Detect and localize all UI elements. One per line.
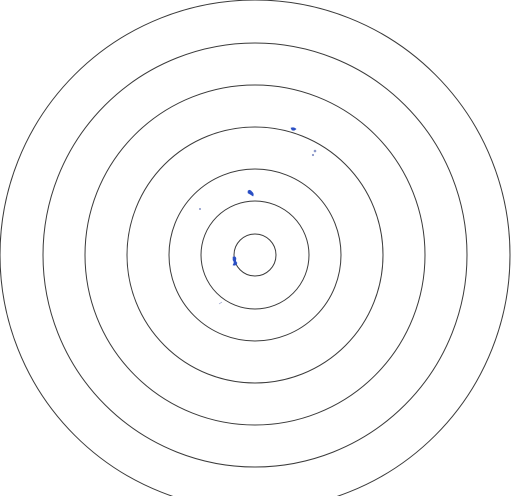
range-ring-6: [42, 42, 468, 468]
range-ring-5: [84, 84, 426, 426]
range-ring-1: [233, 233, 277, 277]
echo-return-near-center: [232, 256, 238, 266]
echo-return-northeast: [290, 127, 297, 131]
echo-return-north: [247, 189, 254, 197]
echo-speck-northeast-1: [313, 149, 317, 153]
echo-speck-southwest: [218, 301, 223, 305]
echo-speck-west: [199, 208, 202, 211]
echo-returns: [199, 127, 317, 305]
echo-speck-northeast-2: [311, 153, 315, 157]
range-ring-3: [168, 168, 342, 342]
range-ring-4: [126, 126, 384, 384]
range-ring-2: [200, 200, 310, 310]
